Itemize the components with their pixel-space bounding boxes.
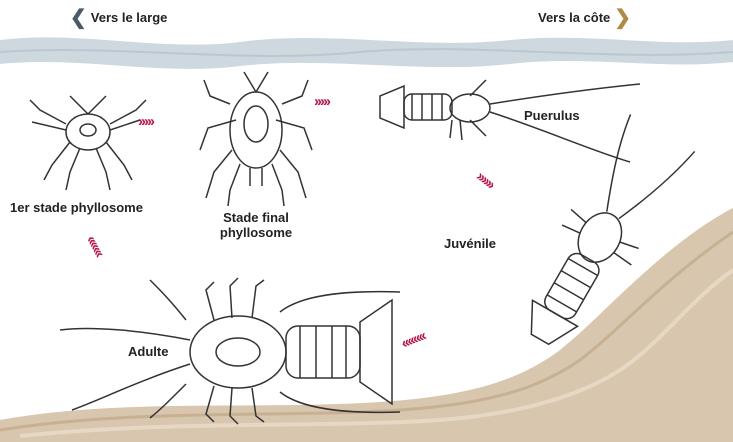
phyllosome-first-stage-illustration	[30, 96, 146, 190]
offshore-direction: ❮ Vers le large	[70, 10, 167, 25]
stage-label-phyllosome-final-line2: phyllosome	[206, 225, 306, 240]
stage-label-juvenile: Juvénile	[444, 236, 496, 251]
offshore-direction-label: Vers le large	[91, 10, 168, 25]
chevron-right-icon: ❯	[614, 11, 631, 25]
puerulus-illustration	[380, 80, 640, 162]
arrow-final-to-puerulus: ›››››	[314, 93, 329, 110]
chevron-left-icon: ❮	[70, 11, 87, 25]
stage-label-phyllosome-final-line1: Stade final	[206, 210, 306, 225]
coast-direction-label: Vers la côte	[538, 10, 610, 25]
stage-label-phyllosome-final: Stade final phyllosome	[206, 210, 306, 240]
adult-illustration	[60, 278, 400, 424]
arrow-phyllosome-to-final: ›››››	[138, 113, 153, 130]
stage-label-adult: Adulte	[128, 344, 168, 359]
coast-direction: Vers la côte ❯	[538, 10, 631, 25]
stage-label-phyllosome-first: 1er stade phyllosome	[10, 200, 143, 215]
phyllosome-final-stage-illustration	[200, 72, 312, 206]
stage-label-puerulus: Puerulus	[524, 108, 580, 123]
water-surface	[0, 37, 733, 69]
